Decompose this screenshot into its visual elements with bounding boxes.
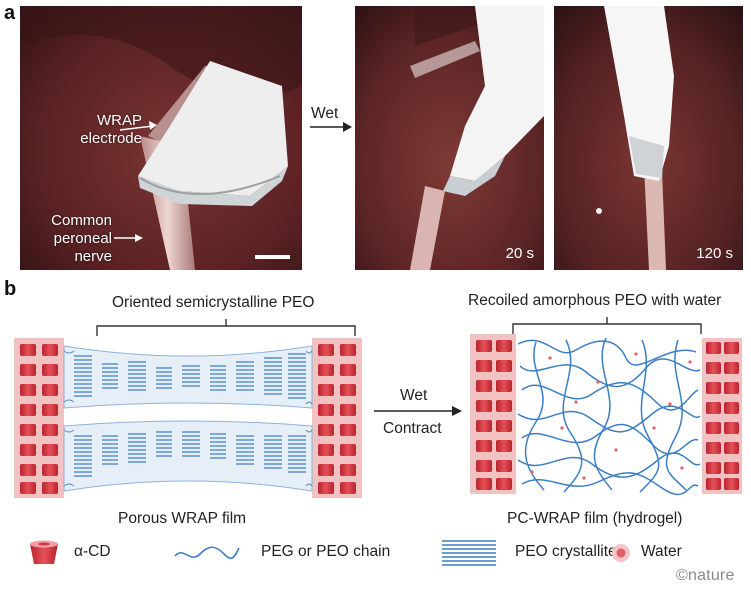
timestamp-20s: 20 s [505, 245, 534, 262]
porous-film-caption: Porous WRAP film [118, 510, 247, 527]
nerve-label-line1: Common [51, 212, 112, 229]
recoiled-bracket [512, 317, 702, 334]
nerve-label-line3: nerve [74, 248, 112, 265]
wrap-label-line2: electrode [80, 130, 142, 147]
pc-wrap-film-diagram [470, 334, 742, 496]
nature-credit: ©nature [676, 567, 735, 584]
panel-b-letter: b [4, 278, 17, 300]
arrow-right-icon [310, 122, 352, 132]
legend-water-label: Water [641, 543, 682, 560]
arrow-label-wet-a: Wet [311, 105, 339, 122]
arrow-label-contract: Contract [383, 420, 442, 437]
photo-wrap-wet-20s: 20 s [355, 6, 544, 270]
pc-wrap-film-caption: PC-WRAP film (hydrogel) [507, 510, 683, 527]
oriented-peo-label: Oriented semicrystalline PEO [112, 294, 315, 311]
recoiled-peo-label: Recoiled amorphous PEO with water [468, 292, 722, 309]
oriented-bracket [96, 319, 356, 336]
porous-wrap-film-diagram [14, 338, 362, 498]
photo-wrap-electrode-dry: WRAP electrode Common peroneal nerve [20, 6, 302, 270]
legend-peg-chain-label: PEG or PEO chain [261, 543, 391, 560]
arrow-label-wet-b: Wet [400, 387, 428, 404]
timestamp-120s: 120 s [696, 245, 733, 262]
wrap-label-line1: WRAP [97, 112, 142, 129]
peg-chain-icon [174, 546, 240, 560]
water-icon [612, 544, 630, 562]
nerve-label-line2: peroneal [53, 230, 112, 247]
alpha-cd-icon [30, 540, 58, 564]
peo-crystallite-icon [442, 540, 496, 566]
panel-a-letter: a [4, 2, 16, 24]
photo-wrap-wet-120s: 120 s [554, 6, 743, 270]
legend-alpha-cd-label: α-CD [74, 543, 111, 560]
legend-peo-crystallite-label: PEO crystallite [515, 543, 617, 560]
arrow-right-icon [374, 406, 462, 416]
